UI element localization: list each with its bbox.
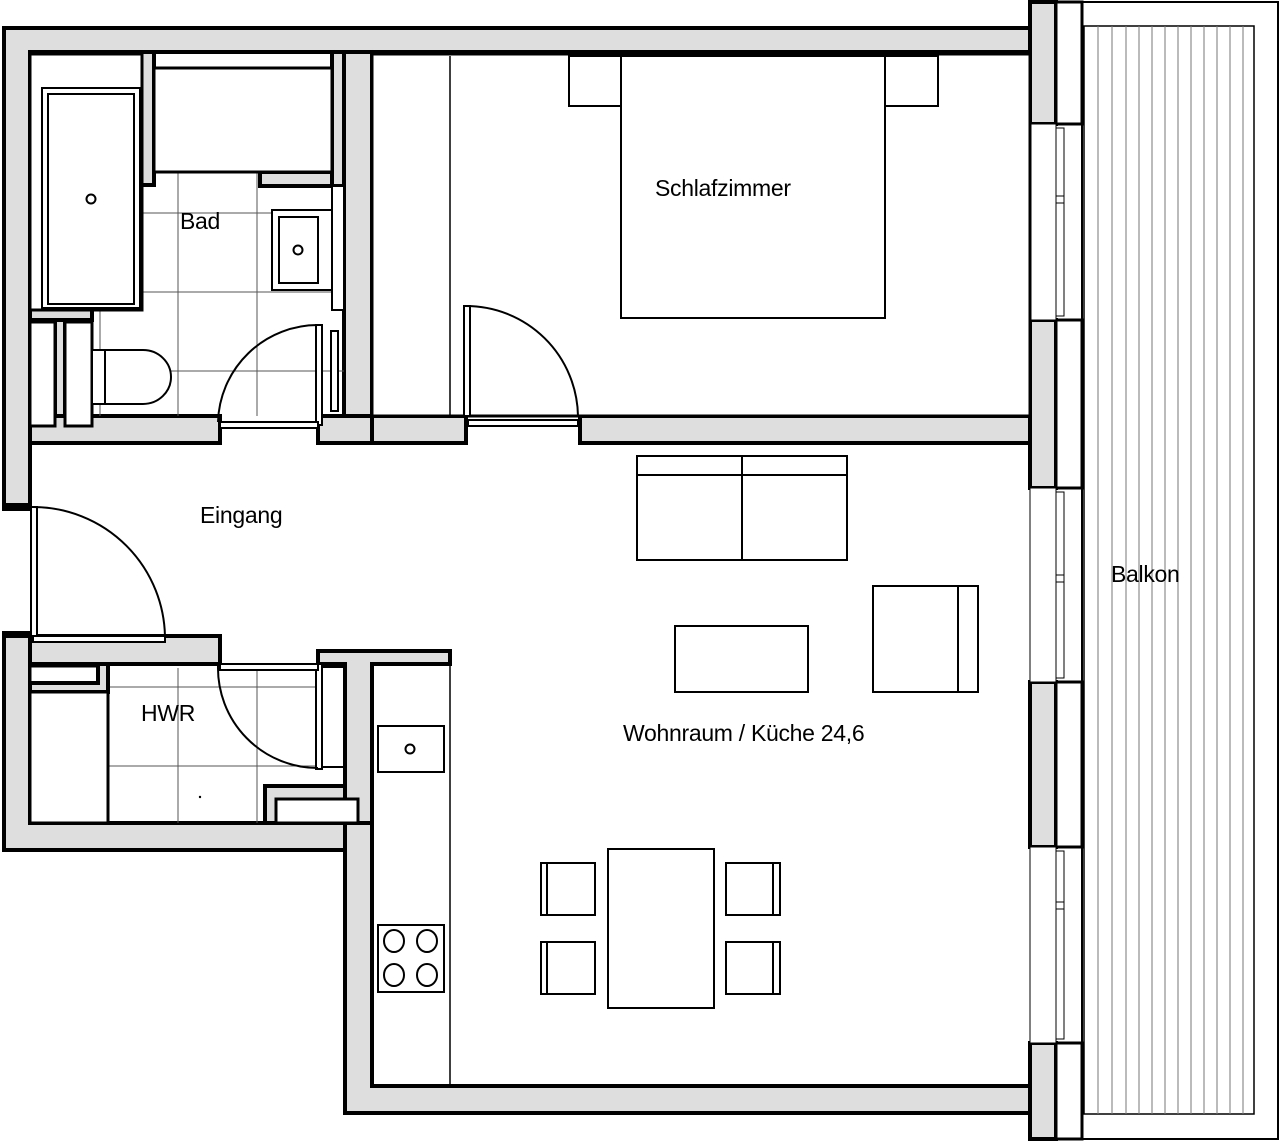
sofa bbox=[636, 455, 848, 561]
dining-chair bbox=[540, 941, 596, 995]
dining-chair bbox=[725, 941, 781, 995]
entrance-door bbox=[2, 505, 166, 643]
window-living-2 bbox=[1029, 846, 1065, 1044]
dining-chair bbox=[540, 862, 596, 916]
bath-door bbox=[217, 324, 323, 429]
room-label-schlafzimmer: Schlafzimmer bbox=[655, 175, 791, 201]
room-label-wohnraum: Wohnraum / Küche 24,6 bbox=[623, 720, 865, 746]
room-label-eingang: Eingang bbox=[200, 502, 283, 528]
entrance bbox=[2, 505, 166, 643]
window-living-1 bbox=[1029, 487, 1065, 683]
double-bed bbox=[568, 55, 939, 319]
room-label-bad: Bad bbox=[180, 208, 221, 234]
bathtub bbox=[28, 52, 144, 312]
bathroom bbox=[28, 52, 345, 429]
kitchen-counter bbox=[377, 664, 451, 1086]
hwr-tiles bbox=[108, 668, 345, 823]
toilet bbox=[91, 349, 172, 405]
cooktop bbox=[377, 924, 445, 993]
bedroom-door bbox=[463, 305, 579, 427]
coffee-table bbox=[674, 625, 809, 693]
kitchen-sink bbox=[377, 725, 445, 773]
drain-icon bbox=[404, 743, 416, 755]
utility-room bbox=[28, 662, 360, 825]
balcony-decking bbox=[1097, 26, 1244, 1114]
room-label-hwr: HWR bbox=[141, 700, 196, 726]
room-label-balkon: Balkon bbox=[1111, 561, 1180, 587]
drain-icon bbox=[85, 193, 97, 205]
dining-chair bbox=[725, 862, 781, 916]
drain-icon bbox=[292, 244, 304, 256]
living-kitchen bbox=[377, 455, 979, 1086]
balcony bbox=[1081, 1, 1279, 1140]
window-bedroom bbox=[1029, 123, 1065, 321]
windows bbox=[1029, 123, 1065, 1044]
armchair bbox=[872, 585, 979, 693]
bedroom bbox=[370, 52, 1032, 427]
washbasin bbox=[271, 209, 333, 291]
hwr-door bbox=[216, 663, 323, 770]
dining-table bbox=[607, 848, 715, 1009]
